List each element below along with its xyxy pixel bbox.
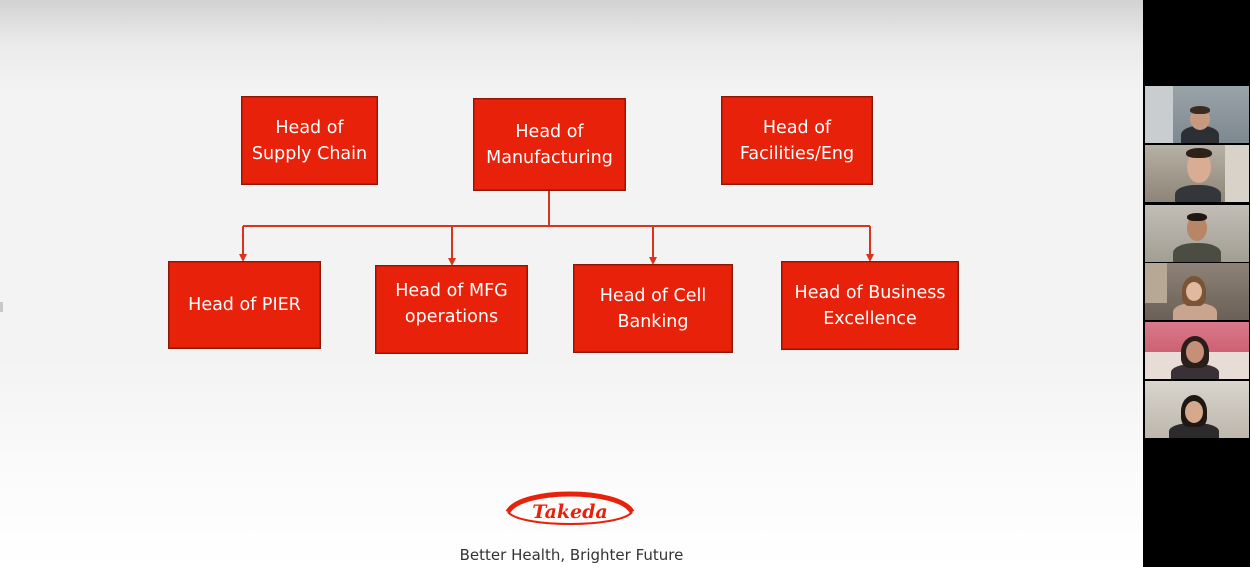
takeda-logo-text: Takeda bbox=[532, 501, 607, 523]
box-head-of-mfg-operations: Head of MFG operations bbox=[375, 265, 528, 354]
takeda-logo: Takeda bbox=[505, 491, 635, 525]
box-label-line1: Head of bbox=[275, 117, 344, 138]
box-label-line1: Head of bbox=[515, 121, 584, 142]
tagline: Better Health, Brighter Future bbox=[459, 546, 684, 564]
participant-tile-2[interactable] bbox=[1145, 145, 1249, 202]
presentation-slide: Head of Supply Chain Head of Manufacturing… bbox=[0, 0, 1143, 567]
box-label-line1: Head of Business bbox=[794, 282, 946, 303]
participant-tile-5[interactable] bbox=[1145, 322, 1249, 379]
arrowhead-pier bbox=[239, 254, 247, 262]
participant-tile-6[interactable] bbox=[1145, 381, 1249, 438]
box-head-of-facilities-eng: Head of Facilities/Eng bbox=[721, 96, 873, 185]
arrowhead-business-excellence bbox=[866, 254, 874, 262]
participant-tile-4[interactable] bbox=[1145, 263, 1249, 320]
box-label-line1: Head of PIER bbox=[188, 295, 301, 315]
box-head-of-supply-chain: Head of Supply Chain bbox=[241, 96, 378, 185]
video-participants-panel bbox=[1143, 0, 1250, 567]
participant-tile-3[interactable] bbox=[1145, 205, 1249, 262]
box-label-line2: Banking bbox=[617, 311, 689, 332]
arrowhead-cell-banking bbox=[649, 257, 657, 265]
box-label-line2: Manufacturing bbox=[486, 147, 613, 168]
box-label-line1: Head of MFG bbox=[395, 280, 508, 301]
slide-edge-marker bbox=[0, 302, 3, 312]
box-label-line1: Head of Cell bbox=[599, 285, 707, 306]
box-label-line2: Excellence bbox=[823, 308, 917, 329]
box-head-of-pier: Head of PIER bbox=[168, 261, 321, 349]
box-head-of-manufacturing: Head of Manufacturing bbox=[473, 98, 626, 191]
box-label-line2: Supply Chain bbox=[251, 143, 368, 164]
org-chart-connectors bbox=[239, 190, 874, 266]
arrowhead-mfg-ops bbox=[448, 258, 456, 266]
box-label-line2: Facilities/Eng bbox=[739, 143, 855, 164]
participant-tile-1[interactable] bbox=[1145, 86, 1249, 143]
box-label-line1: Head of bbox=[762, 117, 832, 138]
box-label-line2: operations bbox=[404, 306, 499, 327]
